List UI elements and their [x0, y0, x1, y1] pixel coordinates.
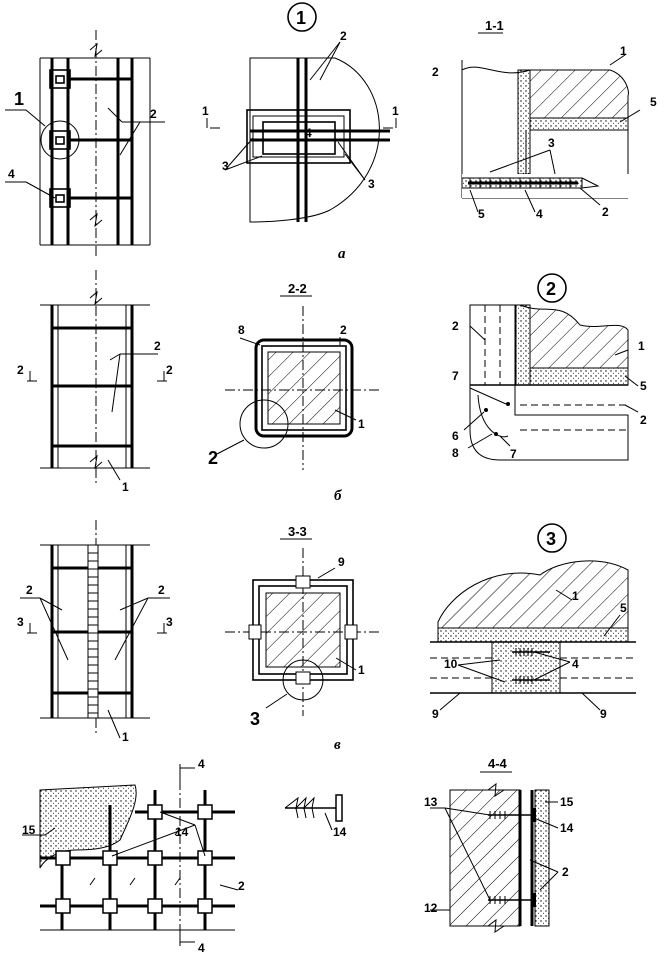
label-v-det-9b: 9	[600, 707, 607, 721]
section-title-1-1: 1-1	[485, 18, 504, 33]
label-a-mid-3b: 3	[368, 177, 375, 191]
section-title-2-2: 2-2	[288, 281, 307, 296]
label-b-left-2: 2	[154, 339, 161, 353]
label-a-left-4: 4	[8, 167, 15, 181]
label-g-sec-12: 12	[424, 901, 438, 915]
label-a-sec-5a: 5	[650, 95, 657, 109]
label-g-sec-2: 2	[562, 865, 569, 879]
label-b-det-8: 8	[452, 446, 459, 460]
label-b-det-2a: 2	[452, 319, 459, 333]
label-g-15: 15	[22, 823, 36, 837]
label-v-left-2a: 2	[26, 583, 33, 597]
label-a-sec-2a: 2	[432, 65, 439, 79]
label-v-mid-9: 9	[338, 555, 345, 569]
section-1-1: 1-1	[461, 18, 641, 213]
callout-circle-2: 2	[546, 279, 556, 299]
label-g-14: 14	[175, 825, 189, 839]
label-g-sec-13: 13	[424, 795, 438, 809]
callout-b-mid-2: 2	[208, 448, 218, 468]
view-label-b: б	[334, 488, 342, 504]
label-b-det-7a: 7	[452, 369, 459, 383]
label-v-cut-r: 3	[166, 615, 173, 629]
label-a-mid-4: 4	[305, 126, 312, 140]
section-3-3: 3-3	[225, 524, 380, 716]
label-a-cut-r: 1	[392, 104, 399, 118]
label-v-det-4: 4	[572, 657, 579, 671]
label-b-det-2b: 2	[640, 413, 647, 427]
left-callout-1: 1	[14, 89, 24, 109]
label-g-2: 2	[238, 879, 245, 893]
callout-v-mid-3: 3	[250, 709, 260, 729]
callout-circle-1: 1	[296, 8, 306, 28]
label-v-left-2b: 2	[158, 583, 165, 597]
label-b-det-1: 1	[638, 339, 645, 353]
label-v-det-9a: 9	[432, 707, 439, 721]
label-v-cut-l: 3	[17, 615, 24, 629]
label-a-sec-1: 1	[620, 44, 627, 58]
view-a-mid-detail	[206, 2, 397, 223]
section-2-2: 2-2	[214, 281, 380, 470]
label-v-det-1: 1	[572, 589, 579, 603]
label-g-sec-15: 15	[560, 795, 574, 809]
label-b-cut-l: 2	[17, 363, 24, 377]
label-g-sec-14: 14	[560, 821, 574, 835]
label-a-sec-4: 4	[536, 207, 543, 221]
label-a-mid-3a: 3	[222, 159, 229, 173]
label-a-mid-2: 2	[340, 29, 347, 43]
callout-circle-3: 3	[546, 529, 556, 549]
section-title-3-3: 3-3	[288, 524, 307, 539]
label-a-sec-5b: 5	[478, 207, 485, 221]
label-b-cut-r: 2	[166, 363, 173, 377]
label-g-cut-t: 4	[198, 757, 205, 771]
view-label-v: в	[334, 737, 341, 753]
label-v-det-5: 5	[620, 601, 627, 615]
label-b-left-1: 1	[122, 480, 129, 494]
label-b-mid-8: 8	[238, 323, 245, 337]
view-v-left-elevation	[20, 520, 170, 739]
view-b-left-elevation	[27, 270, 167, 484]
label-a-sec-3: 3	[548, 136, 555, 150]
label-a-sec-2b: 2	[602, 205, 609, 219]
label-b-det-7b: 7	[510, 447, 517, 461]
label-a-cut-l: 1	[202, 104, 209, 118]
label-v-left-1: 1	[122, 730, 129, 744]
detail-3	[430, 523, 636, 711]
section-4-4: 4-4	[430, 756, 559, 933]
label-b-det-6: 6	[452, 429, 459, 443]
label-g-cut-b: 4	[198, 941, 205, 955]
nail-detail	[284, 794, 343, 831]
label-b-mid-2: 2	[340, 323, 347, 337]
view-g-grid	[22, 764, 239, 946]
label-v-mid-1: 1	[358, 663, 365, 677]
section-title-4-4: 4-4	[488, 756, 508, 771]
label-b-det-5: 5	[640, 379, 647, 393]
label-v-det-10: 10	[444, 657, 458, 671]
detail-2	[463, 273, 639, 461]
label-g-nail: 14	[333, 825, 347, 839]
label-b-mid-1: 1	[358, 417, 365, 431]
view-a-left-elevation	[5, 30, 165, 258]
label-a-left-2: 2	[150, 107, 157, 121]
view-label-a: а	[338, 246, 346, 262]
